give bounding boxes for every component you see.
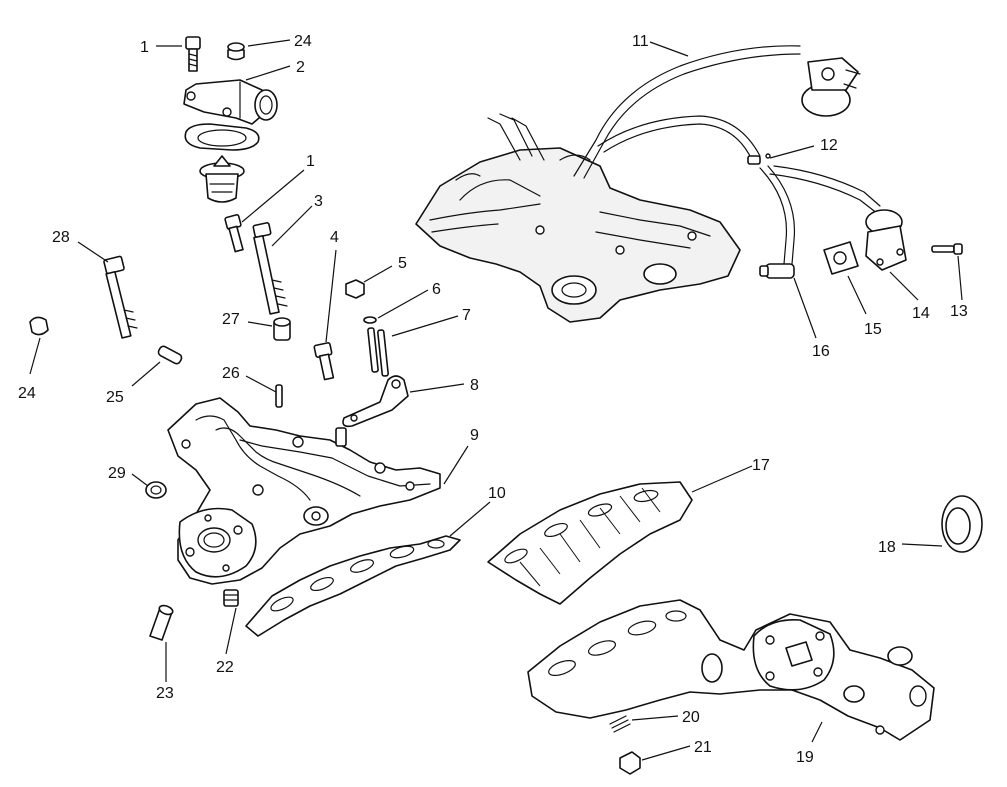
- callout-25: 25: [106, 389, 124, 406]
- sensor-part-16: [759, 263, 795, 279]
- pin-part-25: [157, 345, 183, 365]
- egr-valve-part-14: [865, 209, 907, 271]
- callout-8: 8: [470, 377, 479, 394]
- gasket-thermostat: [184, 123, 260, 151]
- intake-gasket-part-10: [245, 535, 461, 637]
- callout-17: 17: [752, 457, 770, 474]
- callout-19: 19: [796, 749, 814, 766]
- callout-10: 10: [488, 485, 506, 502]
- callout-3: 3: [314, 193, 323, 210]
- callout-14: 14: [912, 305, 930, 322]
- thermostat: [199, 155, 245, 203]
- vacuum-hose-part-11: [573, 45, 801, 179]
- cap-part-24-top: [227, 42, 245, 61]
- seal-ring-part-18: [941, 495, 983, 553]
- intake-manifold-part-9: [167, 397, 441, 585]
- spring-part-20: [609, 715, 631, 733]
- long-bolt-part-3: [252, 222, 288, 315]
- egr-gasket-part-15: [823, 241, 859, 275]
- callout-24-top: 24: [294, 33, 312, 50]
- bolt-part-13: [931, 243, 963, 255]
- pin-part-26: [275, 384, 283, 408]
- callout-11: 11: [632, 33, 649, 50]
- callout-22: 22: [216, 659, 234, 676]
- callout-18: 18: [878, 539, 896, 556]
- plug-part-22: [223, 589, 239, 607]
- vacuum-hose-lower: [759, 165, 881, 265]
- nut-part-21: [619, 751, 641, 775]
- callout-2: 2: [296, 59, 305, 76]
- hose-connector-part-12: [747, 153, 771, 165]
- bolt-part-4: [313, 342, 335, 381]
- bracket-part-8: [342, 375, 409, 428]
- exhaust-manifold-part-19: [527, 599, 935, 741]
- callout-27: 27: [222, 311, 240, 328]
- callout-16: 16: [812, 343, 830, 360]
- nut-part-5: [345, 279, 365, 299]
- callout-29: 29: [108, 465, 126, 482]
- callout-7: 7: [462, 307, 471, 324]
- callout-1-top: 1: [140, 39, 149, 56]
- washer-part-6: [363, 316, 377, 324]
- callout-28: 28: [52, 229, 70, 246]
- callout-15: 15: [864, 321, 882, 338]
- callout-13: 13: [950, 303, 968, 320]
- callout-4: 4: [330, 229, 339, 246]
- ring-part-29: [145, 481, 167, 499]
- callout-12: 12: [820, 137, 838, 154]
- callout-21: 21: [694, 739, 712, 756]
- bolt-part-1-top: [185, 36, 201, 72]
- long-bolt-part-28: [103, 255, 138, 339]
- callout-26: 26: [222, 365, 240, 382]
- sleeve-part-23: [149, 604, 174, 641]
- callout-9: 9: [470, 427, 479, 444]
- thermostat-housing-part-2: [183, 79, 278, 125]
- heat-shield-part-17: [487, 481, 693, 605]
- leader-lines: [29, 39, 963, 761]
- callout-5: 5: [398, 255, 407, 272]
- callout-1-mid: 1: [306, 153, 315, 170]
- cap-part-24-left: [29, 316, 49, 336]
- callout-6: 6: [432, 281, 441, 298]
- cap-part-27: [273, 317, 291, 341]
- callout-20: 20: [682, 709, 700, 726]
- engine-assembly: [415, 113, 741, 323]
- callout-24-left: 24: [18, 385, 36, 402]
- callout-23: 23: [156, 685, 174, 702]
- bolt-part-1-mid: [224, 214, 244, 253]
- callout-labels: 1 24 2 1 3 28 4 5 6 7 27 24 25 26 8 29 9…: [18, 33, 968, 766]
- vacuum-valve: [801, 57, 861, 117]
- pins-part-7: [367, 327, 389, 377]
